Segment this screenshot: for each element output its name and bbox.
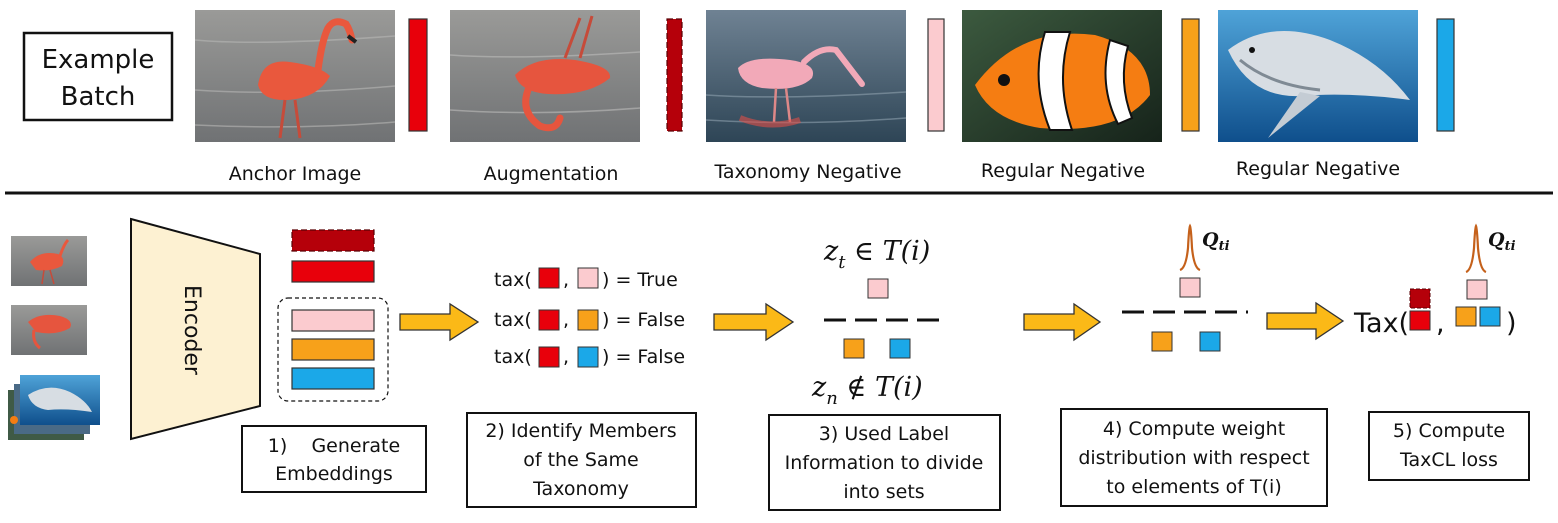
loss-augmentation-member [1409, 288, 1431, 309]
step-2-line-2: of the Same [523, 449, 638, 471]
positive-set-sub: t [838, 252, 846, 273]
step-3-line-2: Information to divide [785, 452, 984, 474]
step-1-line-1: 1) Generate [268, 435, 400, 457]
example-batch-label-box: Example Batch [22, 31, 174, 122]
regular-negative-embedding-bar-1 [1181, 18, 1200, 132]
arrow-2 [713, 302, 795, 342]
tax-row-2: tax( , ) = False [494, 309, 685, 331]
example-batch-line-2: Batch [61, 82, 136, 112]
regular-negative-image-2 [1218, 10, 1418, 142]
anchor-embedding-bar [408, 18, 428, 132]
weighted-positive-member [1179, 277, 1201, 298]
augmentation-image [449, 10, 641, 142]
step-3-line-3: into sets [843, 481, 924, 503]
arrow-4 [1266, 301, 1345, 341]
step-1-line-2: Embeddings [275, 463, 393, 485]
input-thumbnail-augmentation [11, 305, 87, 355]
weight-symbol-1: Qti [1202, 229, 1230, 254]
negatives-dashed-group [277, 297, 389, 402]
regular-negative-embedding-bar-2 [1436, 18, 1455, 132]
tax-row-1-result: ) = True [602, 269, 678, 291]
step-2-line-3: Taxonomy [532, 478, 629, 500]
svg-text:zn ∉ T(i): zn ∉ T(i) [811, 372, 923, 409]
caption-augmentation: Augmentation [484, 163, 619, 185]
encoder-block: Encoder [130, 217, 261, 441]
loss-negative-member-1 [1455, 306, 1477, 327]
embedding-anchor [291, 260, 375, 283]
tax-row-1: tax( , ) = True [494, 267, 678, 291]
tax-row-3-sep: , [563, 346, 569, 368]
input-thumbnail-flamingo [11, 236, 87, 286]
positive-set-var: z [823, 236, 839, 267]
step-4-line-1: 4) Compute weight [1103, 418, 1285, 440]
caption-regular-negative-2: Regular Negative [1236, 158, 1400, 180]
step-4-line-2: distribution with respect [1078, 447, 1309, 469]
encoder-label: Encoder [179, 285, 204, 376]
step-4-line-3: to elements of T(i) [1106, 476, 1281, 498]
embedding-regular-negative-2 [291, 367, 375, 390]
tax-row-2-sep: , [563, 309, 569, 331]
caption-taxonomy-negative: Taxonomy Negative [713, 161, 901, 183]
taxonomy-negative-image [705, 10, 907, 142]
negative-set-label: zn ∉ T(i) [811, 372, 923, 409]
arrow-3 [1023, 302, 1102, 342]
tax-row-3-result: ) = False [602, 346, 685, 368]
loss-suffix: ) [1506, 308, 1517, 339]
positive-set-member [867, 278, 889, 299]
weight-symbol-1-sub: ti [1219, 239, 1230, 254]
tax-row-3-prefix: tax( [494, 346, 532, 368]
weighted-negative-member-1 [1151, 331, 1173, 352]
step-4-box: 4) Compute weight distribution with resp… [1060, 408, 1328, 507]
loss-prefix: Tax( [1353, 308, 1409, 339]
regular-negative-image-1 [962, 10, 1162, 142]
augmentation-embedding-bar [666, 18, 683, 132]
tax-row-2-result: ) = False [602, 309, 685, 331]
weight-peak-2 [1465, 223, 1487, 274]
step-3-line-1: 3) Used Label [819, 423, 949, 445]
step-2-box: 2) Identify Members of the Same Taxonomy [466, 412, 697, 508]
embedding-regular-negative-1 [291, 338, 375, 361]
taxonomy-negative-embedding-bar [927, 18, 945, 132]
step-3-box: 3) Used Label Information to divide into… [768, 414, 1001, 511]
step-5-line-1: 5) Compute [1393, 420, 1505, 442]
arrow-1 [399, 302, 480, 342]
weighted-negative-member-2 [1199, 331, 1221, 352]
input-thumbnail-stack [8, 375, 100, 440]
weight-symbol-2-main: Q [1488, 229, 1505, 251]
tax-row-1-sep: , [563, 269, 569, 291]
embedding-taxonomy-negative [291, 309, 375, 332]
loss-sep: , [1436, 308, 1445, 339]
positive-set-relation: ∈ T(i) [845, 236, 930, 267]
negative-set-relation: ∉ T(i) [838, 372, 923, 403]
negative-set-member-2 [889, 338, 911, 359]
loss-anchor-member [1409, 310, 1431, 331]
negative-set-member-1 [843, 338, 865, 359]
embedding-augmentation [291, 229, 375, 252]
caption-regular-negative-1: Regular Negative [981, 160, 1145, 182]
step-1-box: 1) Generate Embeddings [241, 425, 427, 493]
loss-positive-member [1466, 279, 1488, 300]
step-2-line-1: 2) Identify Members [485, 420, 676, 442]
weight-peak-1 [1179, 223, 1201, 272]
positive-set-label: zt ∈ T(i) [823, 236, 930, 273]
weight-symbol-2: Qti [1488, 229, 1516, 254]
tax-row-1-prefix: tax( [494, 269, 532, 291]
example-batch-line-1: Example [42, 45, 155, 75]
tax-row-2-prefix: tax( [494, 309, 532, 331]
tax-row-3: tax( , ) = False [494, 346, 685, 368]
weight-symbol-1-main: Q [1202, 229, 1219, 251]
negative-set-var: z [811, 372, 827, 403]
embeddings-group [277, 229, 389, 402]
negative-set-sub: n [826, 388, 838, 409]
svg-text:zt ∈ T(i): zt ∈ T(i) [823, 236, 930, 273]
anchor-image [194, 10, 396, 142]
caption-anchor-image: Anchor Image [229, 163, 362, 185]
step-5-box: 5) Compute TaxCL loss [1368, 411, 1530, 481]
loss-negative-member-2 [1479, 306, 1501, 327]
weight-symbol-2-sub: ti [1505, 239, 1516, 254]
step-5-line-2: TaxCL loss [1399, 449, 1498, 471]
